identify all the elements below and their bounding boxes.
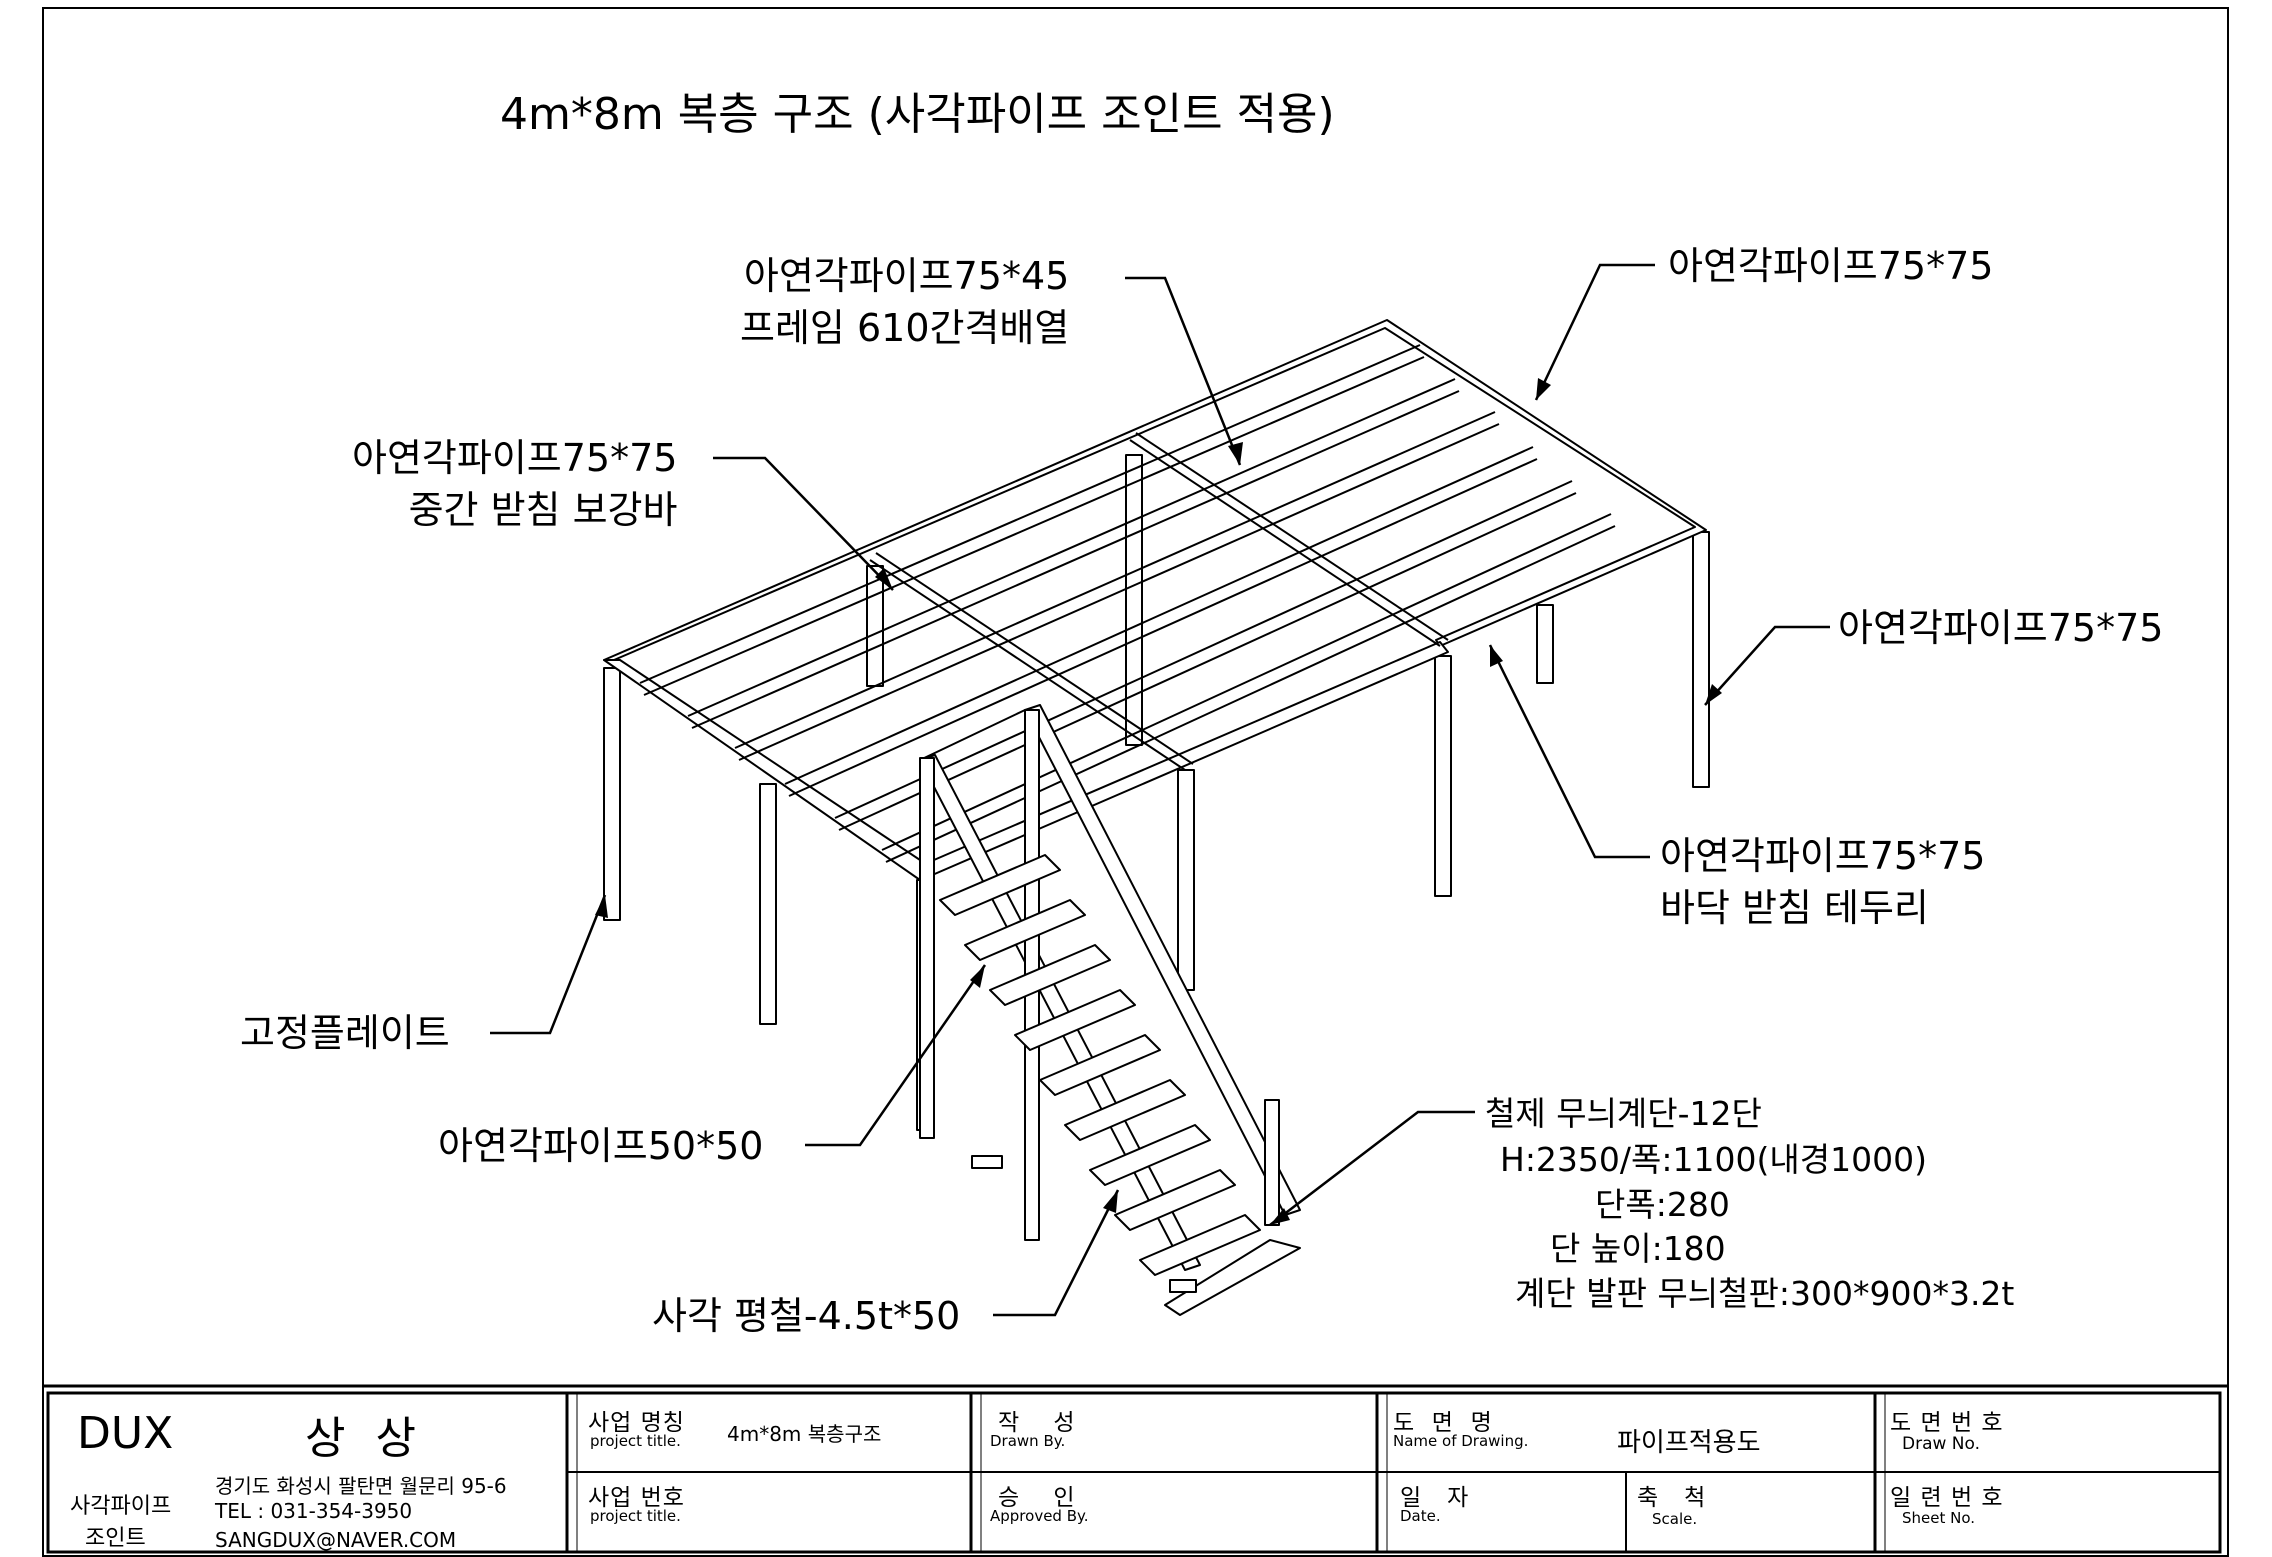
drawing-name-value: 파이프적용도 (1617, 1428, 1761, 1458)
outer-border (42, 7, 2229, 1557)
scale-label-en: Scale. (1652, 1510, 1698, 1528)
callout-flat-bar-line1: 사각 평철-4.5t*50 (652, 1294, 961, 1338)
date-label-en: Date. (1400, 1507, 1441, 1525)
sheet-no-label-en: Sheet No. (1902, 1509, 1976, 1527)
project-name-label: 사업 명칭 (588, 1410, 685, 1436)
stair-spec-line5: 계단 발판 무늬철판:300*900*3.2t (1515, 1274, 2015, 1313)
scale-label: 축 척 (1637, 1485, 1707, 1511)
post-right-back (1536, 604, 1554, 684)
stair-spec-line2: H:2350/폭:1100(내경1000) (1500, 1140, 1927, 1179)
approved-by-label-en: Approved By. (990, 1507, 1089, 1525)
date-label: 일 자 (1400, 1485, 1470, 1511)
callout-mid-support-line2: 중간 받침 보강바 (408, 488, 678, 532)
joists (639, 344, 1616, 863)
callout-top-pipe-line1: 아연각파이프75*75 (1668, 244, 1994, 288)
draw-no-label: 도 면 번 호 (1890, 1410, 2004, 1436)
callout-right-post-line1: 아연각파이프75*75 (1838, 606, 2164, 650)
callout-frame-pipe: 아연각파이프75*45 프레임 610간격배열 (740, 250, 1069, 354)
post-left-front (603, 667, 621, 921)
callout-top-pipe: 아연각파이프75*75 (1668, 240, 1993, 292)
callout-floor-edge-line2: 바닥 받침 테두리 (1660, 886, 1929, 930)
callout-floor-edge: 아연각파이프75*75 바닥 받침 테두리 (1660, 830, 1985, 934)
company-email: SANGDUX@NAVER.COM (215, 1528, 457, 1552)
project-no-label-en: project title. (590, 1507, 681, 1525)
drawing-name-label: 도 면 명 (1393, 1410, 1493, 1436)
callout-frame-pipe-line1: 아연각파이프75*45 (743, 254, 1070, 298)
company-name: 상 상 (305, 1413, 424, 1464)
brand-logo: DUX (77, 1408, 174, 1459)
leader-lines (490, 263, 1830, 1317)
callout-base-plate: 고정플레이트 (240, 1007, 450, 1059)
company-tel: TEL : 031-354-3950 (215, 1499, 413, 1523)
drawn-by-label: 작 성 (998, 1410, 1076, 1436)
callout-flat-bar: 사각 평철-4.5t*50 (652, 1290, 960, 1342)
drawing-title: 4m*8m 복층 구조 (사각파이프 조인트 적용) (500, 89, 1335, 140)
draw-no-label-en: Draw No. (1902, 1434, 1981, 1454)
callout-base-plate-line1: 고정플레이트 (240, 1011, 450, 1055)
stair-spec-line1: 철제 무늬계단-12단 (1485, 1094, 1762, 1133)
callout-stair-pipe: 아연각파이프50*50 (438, 1120, 763, 1172)
callout-mid-support: 아연각파이프75*75 중간 받침 보강바 (352, 432, 677, 536)
leader-arrows (595, 378, 1722, 1225)
sheet-no-label: 일 련 번 호 (1890, 1485, 2004, 1511)
title-block-grid (46, 1391, 2222, 1554)
project-name-value: 4m*8m 복층구조 (727, 1422, 882, 1446)
stair-spec-line4: 단 높이:180 (1550, 1229, 1726, 1268)
sub-brand-line1: 사각파이프 (70, 1494, 172, 1519)
callout-floor-edge-line1: 아연각파이프75*75 (1660, 834, 1986, 878)
sub-brand-line2: 조인트 (85, 1526, 146, 1551)
post-center-2 (1177, 769, 1195, 991)
project-no-label: 사업 번호 (588, 1485, 685, 1511)
deck-top-frame (603, 319, 1707, 661)
post-left-mid (759, 783, 777, 1025)
project-name-label-en: project title. (590, 1432, 681, 1450)
stair-spec-line3: 단폭:280 (1595, 1185, 1730, 1224)
post-center-1 (1125, 454, 1143, 746)
company-address: 경기도 화성시 팔탄면 월문리 95-6 (215, 1474, 507, 1498)
drawing-name-label-en: Name of Drawing. (1393, 1432, 1529, 1450)
post-right-corner (1692, 531, 1710, 788)
callout-mid-support-line1: 아연각파이프75*75 (352, 436, 678, 480)
post-center-3 (1434, 655, 1452, 897)
callout-right-post: 아연각파이프75*75 (1838, 602, 2163, 654)
approved-by-label: 승 인 (998, 1485, 1076, 1511)
drawn-by-label-en: Drawn By. (990, 1432, 1066, 1450)
mezzanine-structure (603, 319, 1710, 1316)
callout-frame-pipe-line2: 프레임 610간격배열 (740, 306, 1070, 350)
callout-stair-pipe-line1: 아연각파이프50*50 (438, 1124, 764, 1168)
